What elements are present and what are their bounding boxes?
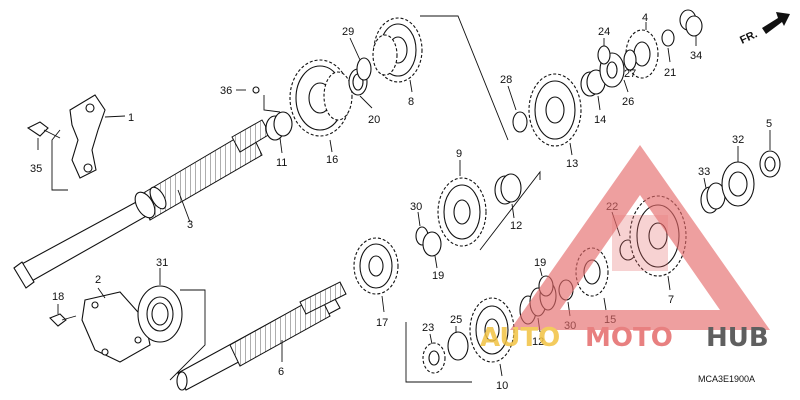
gear-part-17 bbox=[353, 237, 399, 313]
callout-24: 24 bbox=[598, 26, 610, 38]
gear-part-23 bbox=[405, 322, 472, 383]
callout-9: 9 bbox=[456, 148, 462, 160]
front-direction-arrow: FR. bbox=[738, 12, 790, 47]
callout-12-upper: 12 bbox=[510, 220, 522, 232]
callout-1: 1 bbox=[128, 112, 134, 124]
washer-part-25 bbox=[447, 326, 469, 361]
clip-part-29 bbox=[349, 37, 372, 81]
callout-29: 29 bbox=[342, 26, 354, 38]
washer-part-28 bbox=[507, 85, 528, 133]
callout-32: 32 bbox=[732, 134, 744, 146]
callout-28: 28 bbox=[500, 74, 512, 86]
callout-30-upper: 30 bbox=[410, 201, 422, 213]
callout-6: 6 bbox=[278, 366, 284, 378]
gear-part-16 bbox=[289, 59, 353, 153]
washer-part-24 bbox=[597, 38, 611, 65]
callout-23: 23 bbox=[422, 322, 434, 334]
callout-34: 34 bbox=[690, 50, 702, 62]
clip-part-19-upper bbox=[422, 231, 442, 269]
bolt-part-18 bbox=[49, 304, 77, 327]
watermark-text-moto: MOTO bbox=[585, 323, 673, 353]
callout-35: 35 bbox=[30, 163, 42, 175]
callout-20: 20 bbox=[368, 114, 380, 126]
bearing-part-31 bbox=[137, 268, 206, 381]
watermark-text-auto: AUTO bbox=[480, 323, 560, 353]
cap-part-5 bbox=[759, 130, 781, 178]
callout-21: 21 bbox=[664, 67, 676, 79]
bushing-part-14 bbox=[580, 69, 606, 111]
bracket-part-2 bbox=[81, 287, 151, 363]
callout-5: 5 bbox=[766, 118, 772, 130]
watermark-logo: AUTO MOTO HUB bbox=[480, 145, 770, 353]
bearing-part-12-upper bbox=[479, 170, 541, 251]
gear-part-13 bbox=[528, 73, 582, 156]
callout-19-upper: 19 bbox=[432, 270, 444, 282]
callout-7: 7 bbox=[668, 294, 674, 306]
callout-10: 10 bbox=[496, 380, 508, 392]
bracket-part-1 bbox=[51, 94, 126, 191]
washer-part-21 bbox=[661, 29, 675, 63]
callout-3: 3 bbox=[187, 219, 193, 231]
main-shaft-part-3 bbox=[13, 119, 271, 289]
callout-26: 26 bbox=[622, 96, 634, 108]
callout-2: 2 bbox=[95, 274, 101, 286]
callout-33: 33 bbox=[698, 166, 710, 178]
bolt-part-35 bbox=[26, 121, 61, 150]
callout-14: 14 bbox=[594, 114, 606, 126]
callout-36: 36 bbox=[220, 85, 232, 97]
callout-27: 27 bbox=[624, 68, 636, 80]
callout-16: 16 bbox=[326, 154, 338, 166]
watermark-text-hub: HUB bbox=[706, 323, 769, 353]
gear-part-8 bbox=[372, 15, 509, 141]
callout-18: 18 bbox=[52, 291, 64, 303]
gear-part-9 bbox=[437, 160, 487, 247]
bearing-part-34 bbox=[679, 9, 703, 46]
clip-part-27 bbox=[623, 49, 637, 71]
callout-12-lower: 12 bbox=[532, 336, 544, 348]
diagram-code: MCA3E1900A bbox=[698, 374, 755, 384]
bearing-part-33 bbox=[700, 177, 726, 214]
callout-17: 17 bbox=[376, 317, 388, 329]
bushing-part-11 bbox=[263, 95, 293, 154]
watermark-triangle bbox=[510, 145, 770, 330]
callout-19-lower: 19 bbox=[534, 257, 546, 269]
direction-label: FR. bbox=[738, 28, 759, 46]
callout-31: 31 bbox=[156, 257, 168, 269]
callout-11: 11 bbox=[276, 157, 287, 169]
callout-25: 25 bbox=[450, 314, 462, 326]
bearing-part-32 bbox=[721, 146, 755, 207]
callout-4: 4 bbox=[642, 12, 648, 24]
callout-8: 8 bbox=[408, 96, 414, 108]
countershaft-part-6 bbox=[176, 281, 347, 391]
callout-13: 13 bbox=[566, 158, 578, 170]
